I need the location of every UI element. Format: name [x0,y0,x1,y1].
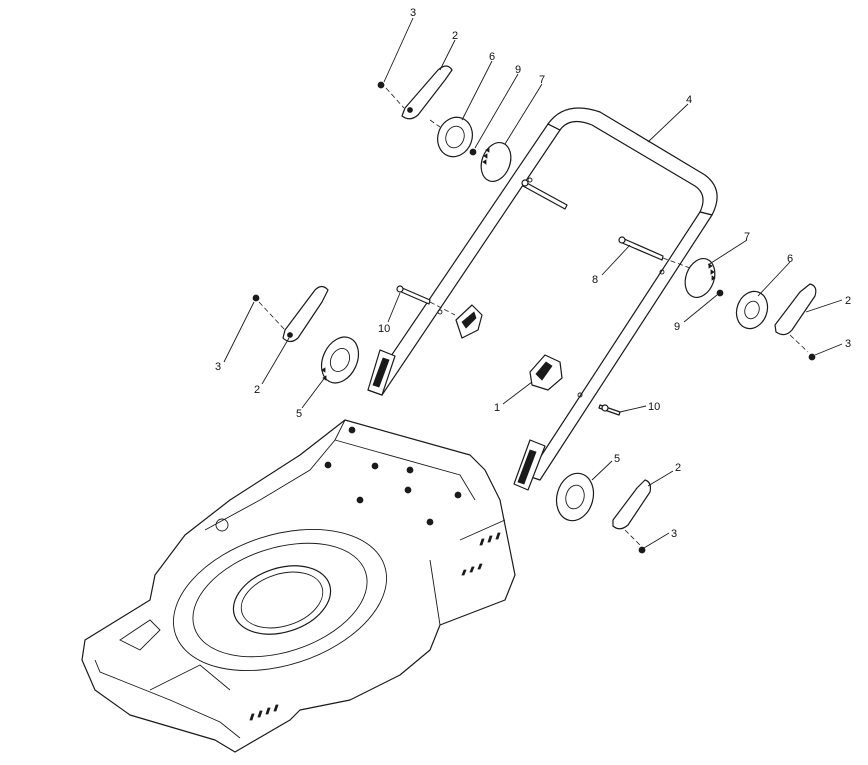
callout-c2: 2 [452,30,458,42]
callout-c4: 9 [515,64,521,76]
callout-c16: 5 [296,408,302,420]
callout-c8: 8 [592,274,598,286]
upper-left-knob-assembly [377,65,568,210]
callout-c13: 10 [378,323,390,335]
callout-c14: 3 [215,361,221,373]
callout-c7: 7 [744,231,750,243]
callout-c15: 2 [254,384,260,396]
callout-c10: 2 [845,295,851,307]
callout-c1: 3 [410,7,416,19]
callout-c3: 6 [489,51,495,63]
cam-bracket [529,354,621,416]
callout-c6: 4 [686,94,692,106]
callout-c21: 3 [671,528,677,540]
callout-c5: 7 [539,74,545,86]
callout-c17: 1 [494,402,500,414]
lower-right-knob-assembly [555,472,652,554]
callout-c19: 5 [614,453,620,465]
callout-c12: 3 [845,338,851,350]
callout-c18: 10 [648,401,660,413]
callout-c11: 9 [674,321,680,333]
callout-c20: 2 [675,462,681,474]
mower-deck [81,419,516,753]
left-knob-assembly [252,285,483,384]
handle [367,107,718,491]
callouts: 3 2 6 9 7 4 7 8 6 2 9 3 10 3 2 5 1 [215,7,851,549]
right-knob-assembly [618,236,817,361]
callout-c9: 6 [787,253,793,265]
